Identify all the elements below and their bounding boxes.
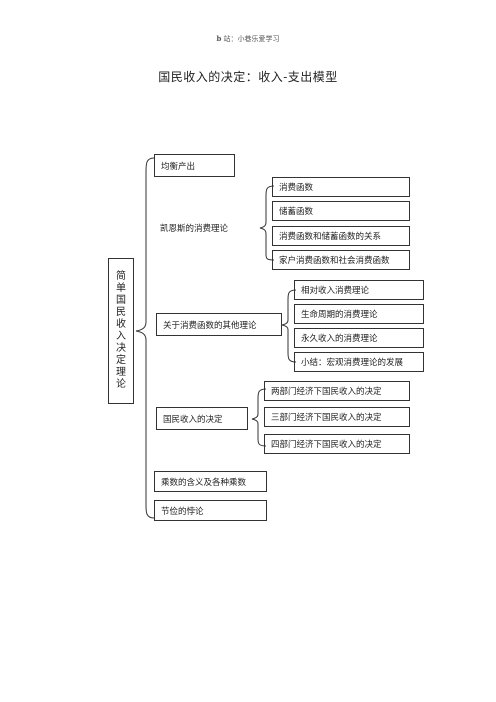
node-life-cycle: 生命周期的消费理论 [294, 304, 424, 324]
node-other-theories: 关于消费函数的其他理论 [156, 313, 282, 336]
node-keynes-saving-function: 储蓄函数 [272, 201, 410, 221]
node-summary: 小结：宏观消费理论的发展 [294, 352, 424, 372]
node-keynes: 凯恩斯的消费理论 [160, 223, 229, 234]
node-three-sector: 三部门经济下国民收入的决定 [264, 407, 410, 427]
node-keynes-household-social: 家户消费函数和社会消费函数 [272, 250, 410, 270]
root-node: 简单国民收入决定理论 [108, 258, 134, 404]
other-brace [281, 289, 297, 363]
node-decision: 国民收入的决定 [156, 407, 248, 430]
node-four-sector: 四部门经济下国民收入的决定 [264, 434, 410, 454]
node-equilibrium: 均衡产出 [154, 154, 235, 177]
node-keynes-relation: 消费函数和储蓄函数的关系 [272, 226, 410, 246]
node-multiplier: 乘数的含义及各种乘数 [154, 471, 267, 492]
node-two-sector: 两部门经济下国民收入的决定 [264, 381, 410, 401]
root-label: 简单国民收入决定理论 [116, 271, 126, 390]
header-text: 站：小巷乐爱学习 [223, 35, 280, 43]
keynes-brace [259, 185, 275, 261]
page-title: 国民收入的决定：收入-支出模型 [158, 70, 338, 84]
node-keynes-consumption-function: 消费函数 [272, 177, 410, 197]
node-relative-income: 相对收入消费理论 [294, 280, 424, 300]
decision-brace [251, 388, 267, 447]
header-prefix: b [216, 34, 222, 43]
node-thrift-paradox: 节俭的悖论 [154, 500, 267, 521]
main-brace [135, 157, 155, 519]
node-permanent-income: 永久收入的消费理论 [294, 328, 424, 348]
